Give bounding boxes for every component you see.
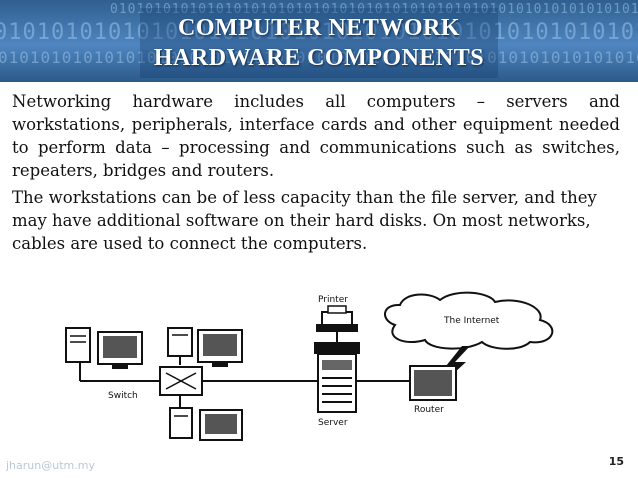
workstation-left <box>65 327 143 369</box>
title-line-1: COMPUTER NETWORK <box>177 15 460 41</box>
server-icon <box>314 342 360 413</box>
switch-icon <box>159 366 203 396</box>
title-banner: 0101010101010101010101010101010101010101… <box>0 0 638 82</box>
binary-pattern: 0101010101010101010101010101010101010101… <box>110 2 638 17</box>
switch-label: Switch <box>108 391 138 401</box>
network-diagram: Switch Printer Server The Internet Route… <box>65 291 554 441</box>
internet-label: The Internet <box>443 316 500 326</box>
printer-label: Printer <box>318 295 348 305</box>
binary-pattern: 0101010101010101010101010101010101010101… <box>0 20 638 45</box>
server-label: Server <box>318 418 348 428</box>
page-number: 15 <box>608 455 624 468</box>
title-line-2: HARDWARE COMPONENTS <box>153 45 485 71</box>
footer-email: jharun@utm.my <box>6 459 95 472</box>
workstation-bottom <box>169 407 243 441</box>
binary-pattern: 0101010101010101010101010101010101010101… <box>0 48 638 67</box>
workstation-top <box>167 327 243 367</box>
paragraph-workstations: The workstations can be of less capacity… <box>12 188 597 253</box>
router-label: Router <box>414 405 444 415</box>
router-icon <box>409 365 457 401</box>
paragraph-networking-hardware: Networking hardware includes all compute… <box>12 92 620 180</box>
internet-cloud-icon <box>384 291 554 350</box>
printer-icon <box>316 305 358 332</box>
slide-title: COMPUTER NETWORK HARDWARE COMPONENTS <box>140 8 498 78</box>
